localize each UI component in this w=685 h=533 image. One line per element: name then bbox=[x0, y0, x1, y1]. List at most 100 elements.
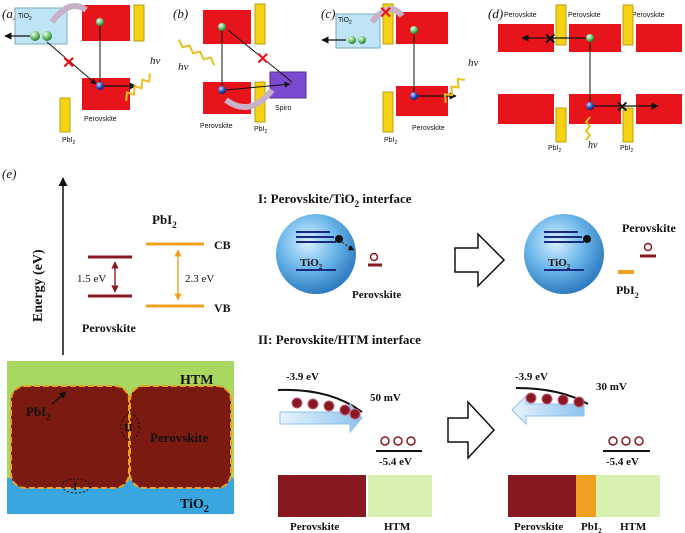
pbi2-label: PbI2 bbox=[254, 126, 268, 135]
hole-circle bbox=[608, 436, 618, 446]
blocked-cross: ✕ bbox=[616, 99, 629, 116]
transfer-arrow bbox=[369, 6, 405, 24]
pbi2-label: PbI2 bbox=[26, 404, 51, 422]
perovskite-label: Perovskite bbox=[82, 321, 136, 335]
tio2-label: TiO2 bbox=[180, 497, 209, 515]
microstructure: HTM TiO2 PbI2 Perovskite II I bbox=[7, 361, 234, 515]
perovskite-grain-left bbox=[10, 385, 130, 489]
electron-circle bbox=[369, 252, 379, 262]
recombination-line bbox=[227, 29, 293, 83]
panel-d: (d) Perovskite Perovskite Perovskite ✕ ✕… bbox=[488, 4, 682, 154]
panel-e-energy-diagram: (e) Energy (eV) PbI2 CB VB 1.5 eV 2.3 eV… bbox=[2, 166, 231, 355]
pbi2-block bbox=[576, 475, 596, 517]
hole-circle bbox=[393, 436, 403, 446]
tio2-label: TiO2 bbox=[18, 13, 32, 22]
perovskite-left-label: Perovskite bbox=[504, 12, 537, 19]
perovskite-cb-block bbox=[636, 24, 682, 52]
light-wave bbox=[584, 116, 592, 141]
perovskite-label: Perovskite bbox=[200, 123, 233, 130]
electron-circle bbox=[349, 408, 361, 420]
panel-a: (a) TiO2 ✕ hν Perovskite PbI2 bbox=[2, 3, 161, 146]
hole-ball bbox=[410, 92, 418, 100]
vb-energy-left: -5.4 eV bbox=[379, 456, 412, 468]
hole-ball bbox=[586, 102, 594, 110]
perovskite-block-right bbox=[508, 475, 576, 517]
pbi2-label: PbI2 bbox=[152, 212, 177, 230]
htm-label: HTM bbox=[180, 373, 213, 388]
interface-i: I: Perovskite/TiO2 interface TiO2 Perovs… bbox=[258, 191, 676, 301]
electron-circle bbox=[643, 242, 653, 252]
perovskite-right-label: Perovskite bbox=[632, 12, 665, 19]
htm-label-left: HTM bbox=[384, 521, 411, 533]
hole-ball bbox=[96, 82, 104, 90]
electron-ball bbox=[410, 26, 418, 34]
energy-axis-label: Energy (eV) bbox=[31, 249, 46, 322]
interface-ii-marker bbox=[120, 413, 140, 441]
pbi2-vb-block bbox=[382, 91, 394, 133]
transfer-arrow bbox=[49, 3, 88, 24]
drift-arrow-right bbox=[511, 394, 585, 426]
pbi2-cb-block bbox=[133, 4, 145, 42]
transfer-arrow bbox=[224, 88, 275, 111]
hole-circle bbox=[621, 436, 631, 446]
pbi2-label: PbI2 bbox=[62, 137, 76, 146]
htm-label-right: HTM bbox=[620, 521, 647, 533]
hv-label: hν bbox=[468, 57, 479, 69]
electron-ball bbox=[96, 18, 104, 26]
vb-label: VB bbox=[214, 301, 231, 315]
injection-arrow bbox=[341, 241, 355, 251]
panel-d-tag: (d) bbox=[488, 6, 503, 21]
perovskite-label: Perovskite bbox=[84, 116, 117, 123]
htm-block-left bbox=[368, 475, 432, 517]
perovskite-label-right: Perovskite bbox=[514, 521, 563, 533]
perovskite-vb-block bbox=[396, 86, 448, 116]
perovskite-cb-block bbox=[203, 10, 251, 44]
electron-circle bbox=[339, 404, 351, 416]
perovskite-cb-block bbox=[82, 5, 130, 41]
light-wave bbox=[443, 77, 466, 103]
electron-circle bbox=[323, 400, 335, 412]
electron-circle bbox=[525, 392, 537, 404]
pbi2-label: PbI2 bbox=[616, 283, 639, 300]
electron-circle bbox=[557, 394, 569, 406]
interface-ii-title: II: Perovskite/HTM interface bbox=[258, 332, 421, 347]
perovskite-label: Perovskite bbox=[150, 430, 208, 445]
tio2-sphere-left bbox=[276, 214, 356, 294]
electron-ball bbox=[218, 23, 226, 31]
perovskite-grain-right bbox=[129, 385, 232, 489]
perovskite-gap-label: 1.5 eV bbox=[77, 273, 106, 285]
marker-ii-label: II bbox=[124, 422, 133, 434]
cb-energy-right: -3.9 eV bbox=[515, 371, 548, 383]
perovskite-vb-block bbox=[82, 78, 130, 110]
pbi2-vb-block bbox=[555, 107, 567, 143]
cb-label: CB bbox=[214, 238, 231, 252]
hv-label: hν bbox=[150, 55, 161, 67]
recombination-line bbox=[46, 41, 97, 85]
interface-i-title: I: Perovskite/TiO2 interface bbox=[258, 191, 412, 209]
pbi2-gap-label: 2.3 eV bbox=[185, 273, 214, 285]
interface-ii: II: Perovskite/HTM interface -3.9 eV 50 … bbox=[258, 332, 660, 533]
spiro-label: Spiro bbox=[275, 105, 291, 112]
transition-arrow bbox=[447, 400, 496, 460]
blocked-cross: ✕ bbox=[256, 51, 269, 68]
light-wave bbox=[177, 39, 216, 66]
marker-i-label: I bbox=[73, 481, 77, 493]
electron-circle bbox=[573, 396, 585, 408]
perovskite-mid-label: Perovskite bbox=[568, 12, 601, 19]
bend-left: 50 mV bbox=[370, 392, 401, 404]
blocked-cross: ✕ bbox=[379, 5, 392, 22]
cb-energy-left: -3.9 eV bbox=[286, 371, 319, 383]
electron-ball bbox=[30, 31, 40, 41]
electron-ball bbox=[358, 36, 366, 44]
electron-circle bbox=[307, 398, 319, 410]
pbi2-left-label: PbI2 bbox=[548, 145, 562, 154]
interface-i-marker bbox=[61, 478, 91, 494]
panel-a-tag: (a) bbox=[2, 6, 17, 21]
perovskite-vb-block bbox=[498, 94, 554, 124]
perovskite-cb-block bbox=[396, 12, 448, 44]
band-bending-left bbox=[277, 388, 363, 413]
tio2-label-left: TiO2 bbox=[300, 257, 323, 271]
electron-ball bbox=[42, 31, 52, 41]
panel-b-tag: (b) bbox=[173, 6, 188, 21]
hole-ball bbox=[218, 86, 226, 94]
